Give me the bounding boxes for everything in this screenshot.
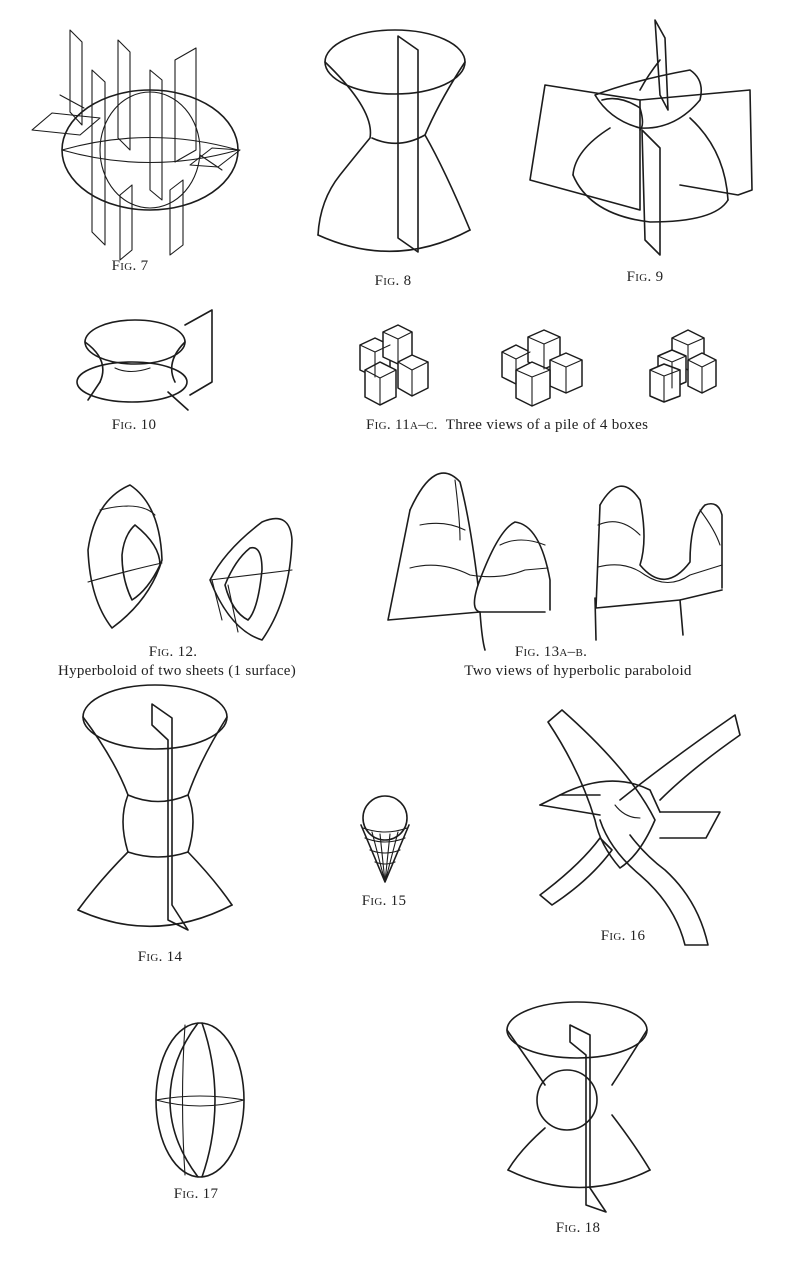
fig9-drawing [529,19,753,256]
fig15-caption: Fig. 15 [361,893,407,909]
fig11c-boxes [649,329,717,403]
fig8-caption: Fig. 8 [374,273,412,289]
fig11-drawing [359,324,717,407]
fig17-caption: Fig. 17 [173,1186,219,1202]
fig11-caption-line: Fig. 11a–c. Three views of a pile of 4 b… [366,416,648,434]
fig13-description: Two views of hyperbolic paraboloid [464,663,692,679]
fig16-drawing [539,709,741,946]
fig13-drawing [387,472,723,651]
fig7-caption: Fig. 7 [111,258,149,274]
fig14-drawing [77,684,233,931]
fig12-drawing [87,484,293,641]
fig18-caption: Fig. 18 [555,1220,601,1236]
fig13-caption: Fig. 13a–b. [514,644,588,660]
fig15-drawing [360,795,410,883]
fig10-caption: Fig. 10 [111,417,157,433]
fig16-caption: Fig. 16 [600,928,646,944]
fig17-drawing [155,1022,245,1178]
fig10-drawing [76,309,213,411]
fig7-drawing [31,29,241,261]
fig11a-boxes [359,324,429,406]
fig11-caption: Fig. 11a–c. [366,417,438,433]
fig12-caption: Fig. 12. [148,644,198,660]
fig11-description: Three views of a pile of 4 boxes [445,417,649,433]
fig9-caption: Fig. 9 [626,269,664,285]
fig14-caption: Fig. 14 [137,949,183,965]
fig18-drawing [506,1001,651,1213]
fig11b-boxes [501,329,583,407]
fig12-description: Hyperboloid of two sheets (1 surface) [57,663,297,679]
fig8-drawing [317,29,471,253]
